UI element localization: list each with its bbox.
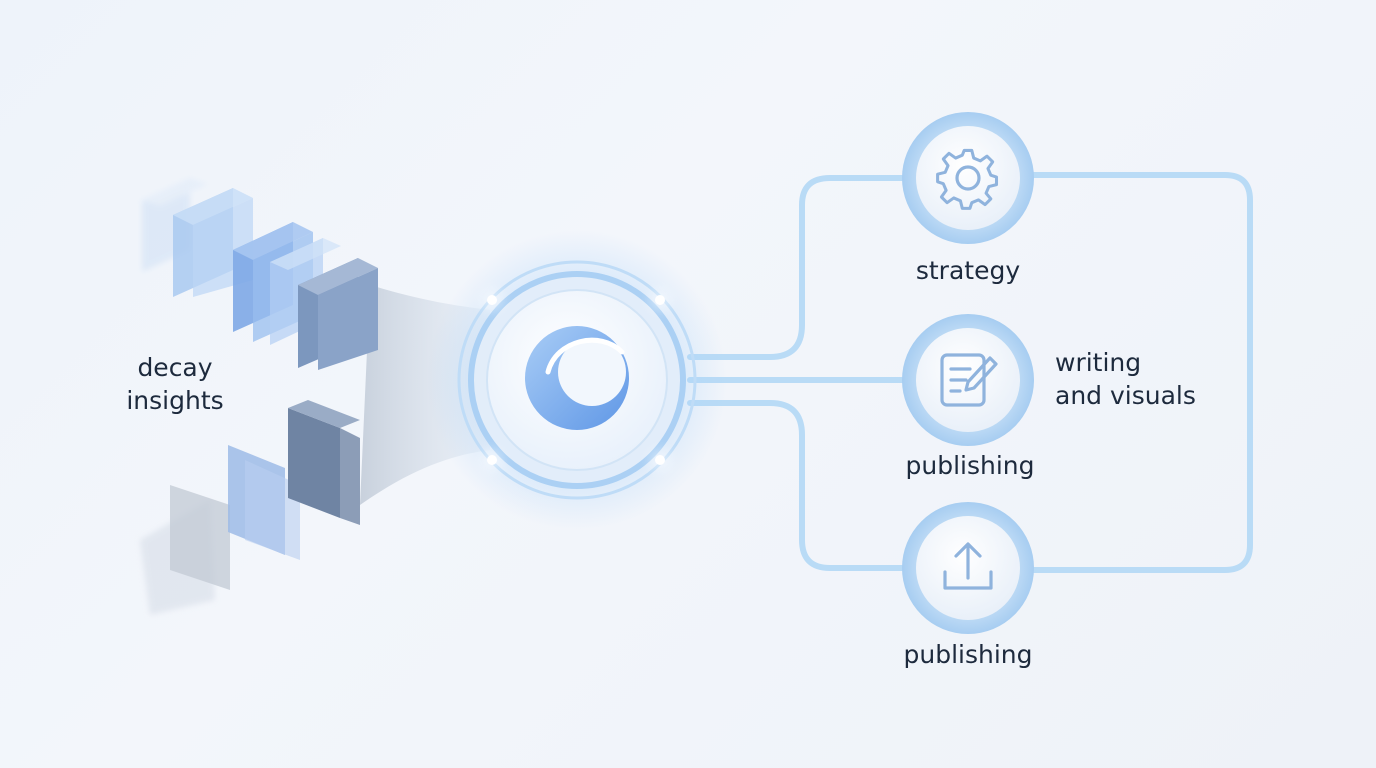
hub — [427, 230, 727, 530]
connector-lines — [687, 172, 1253, 573]
node-publishing — [902, 502, 1034, 634]
publishing-label-middle: publishing — [905, 451, 1035, 480]
decay-insights-label-line1: decay — [137, 353, 213, 382]
decay-insights-label-line2: insights — [126, 386, 224, 415]
edit-document-icon — [940, 353, 998, 407]
ring-logo-icon — [525, 326, 629, 430]
decay-blocks-upper — [142, 178, 378, 370]
writing-label-line2: and visuals — [1055, 381, 1196, 410]
connector-loop — [1027, 172, 1253, 573]
strategy-label: strategy — [915, 256, 1021, 285]
writing-label-line1: writing — [1055, 348, 1142, 377]
publishing-label-bottom: publishing — [903, 640, 1033, 669]
decay-blocks-lower — [140, 400, 360, 615]
upload-icon — [943, 542, 993, 590]
node-strategy — [902, 112, 1034, 244]
node-writing — [902, 314, 1034, 446]
connector-to-strategy — [687, 175, 911, 360]
gear-icon — [936, 148, 999, 210]
connector-to-publishing — [687, 400, 911, 571]
